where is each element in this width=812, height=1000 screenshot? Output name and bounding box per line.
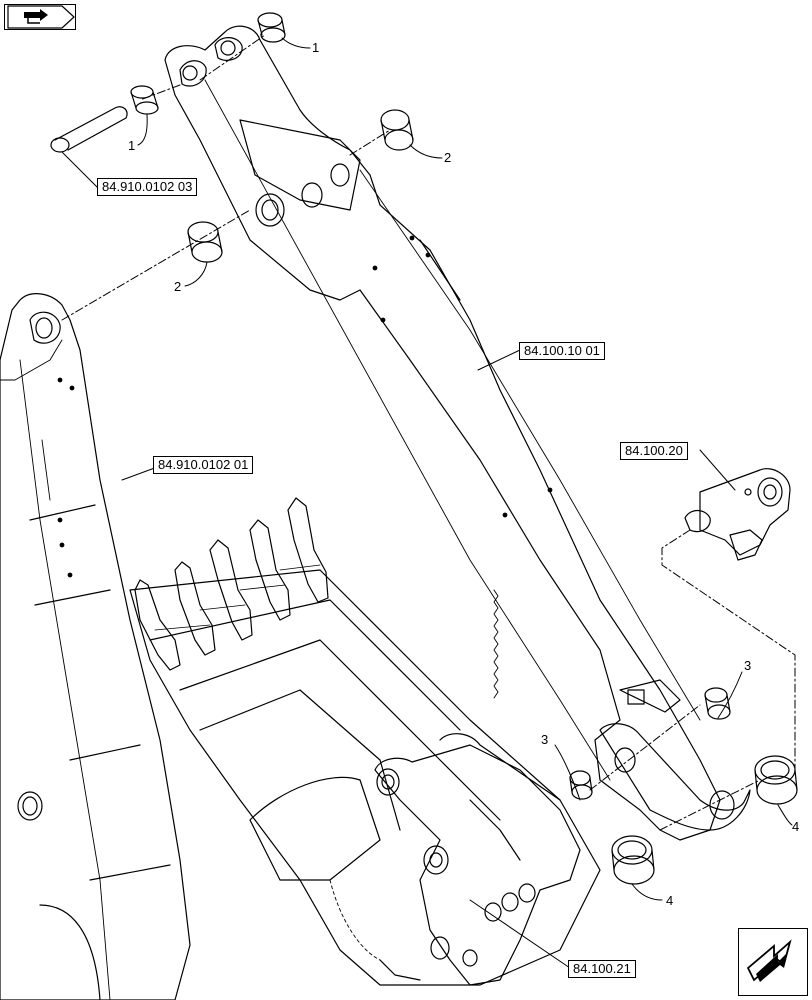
callout-leaders: [61, 37, 793, 969]
bucket-link-assembly: [374, 733, 581, 986]
part-seal-4-left: [611, 835, 655, 885]
quick-coupler-detail: [684, 468, 791, 561]
next-page-arrow-icon: [746, 939, 792, 982]
callout-item-4-right: 4: [792, 819, 800, 834]
part-bushing-3-right: [704, 687, 731, 720]
part-bushing-1-top: [257, 12, 286, 43]
callout-item-2-upper: 2: [444, 150, 452, 165]
bucket-teeth: [134, 497, 329, 671]
part-pin: [50, 106, 128, 153]
part-bushing-1-left: [130, 85, 159, 115]
callout-item-2-lower: 2: [174, 279, 182, 294]
next-page-button[interactable]: [738, 928, 808, 996]
callout-item-1-left: 1: [128, 138, 136, 153]
callout-item-4-left: 4: [666, 893, 674, 908]
previous-page-arrow-icon: [7, 5, 75, 29]
ref-quick-coupler[interactable]: 84.100.20: [620, 442, 688, 460]
boom: [0, 293, 191, 1000]
bucket: [129, 569, 601, 986]
dipper-stick: [164, 25, 751, 841]
callout-item-3-left: 3: [541, 732, 549, 747]
ref-dipper-stick[interactable]: 84.100.10 01: [519, 342, 605, 360]
part-bushing-2-lower: [187, 221, 223, 263]
callout-item-3-right: 3: [744, 658, 752, 673]
callout-item-1-top: 1: [312, 40, 320, 55]
leader-lines: [61, 34, 796, 831]
part-seal-4-right: [754, 755, 798, 805]
ref-bucket-link[interactable]: 84.100.21: [568, 960, 636, 978]
part-bushing-3-left: [569, 770, 593, 800]
ref-boom[interactable]: 84.910.0102 01: [153, 456, 254, 474]
ref-ram-pin[interactable]: 84.910.0102 03: [97, 178, 198, 196]
part-bushing-2-upper: [380, 109, 414, 151]
previous-page-button[interactable]: [4, 4, 76, 30]
